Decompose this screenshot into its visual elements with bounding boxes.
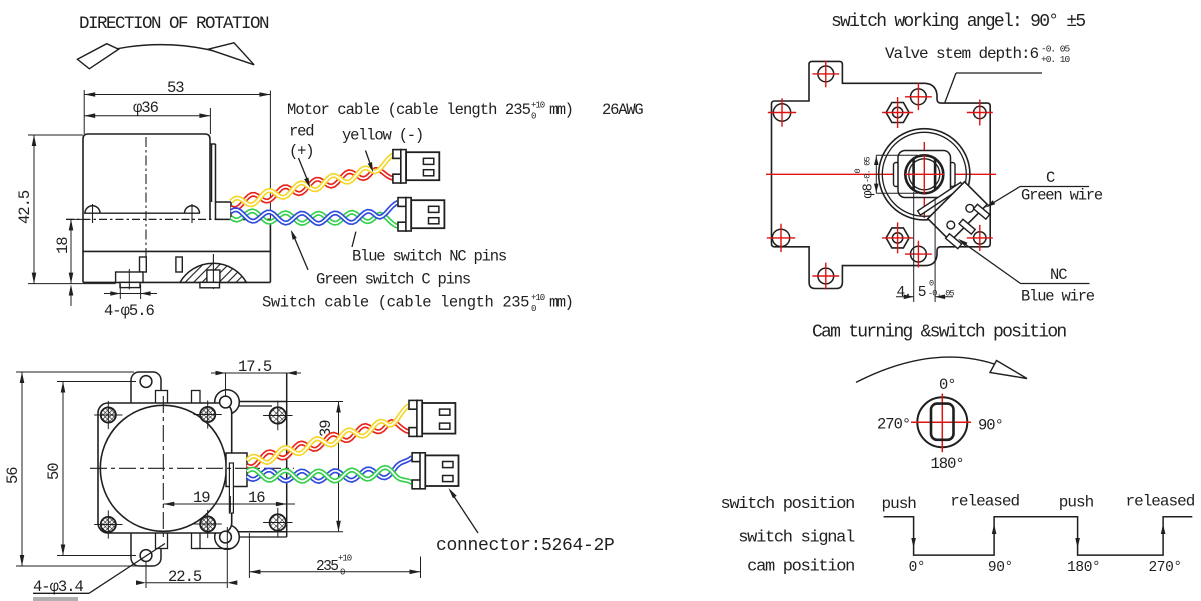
svg-text:53: 53 (167, 79, 184, 97)
svg-text:DIRECTION OF ROTATION: DIRECTION OF ROTATION (79, 14, 269, 34)
svg-text:mm): mm) (549, 101, 572, 119)
svg-text:Switch cable (cable length 235: Switch cable (cable length 235 (262, 294, 529, 312)
svg-text:connector:5264-2P: connector:5264-2P (436, 536, 615, 556)
svg-text:+10: +10 (531, 101, 545, 111)
svg-text:56: 56 (4, 467, 22, 484)
svg-text:push: push (1059, 494, 1094, 512)
svg-text:4-φ3.4: 4-φ3.4 (33, 578, 84, 596)
svg-text:18: 18 (54, 237, 72, 254)
svg-text:17.5: 17.5 (238, 358, 272, 376)
svg-text:0°: 0° (939, 376, 956, 394)
svg-text:90°: 90° (988, 560, 1013, 576)
svg-text:+0. 10: +0. 10 (1041, 54, 1071, 65)
svg-text:-0. 05: -0. 05 (1041, 44, 1071, 55)
svg-text:16: 16 (248, 489, 265, 507)
svg-text:NC: NC (1050, 266, 1067, 284)
svg-text:Green wire: Green wire (1021, 187, 1103, 205)
svg-text:Blue wire: Blue wire (1021, 288, 1095, 306)
svg-text:Blue switch NC pins: Blue switch NC pins (352, 248, 507, 266)
svg-text:26AWG: 26AWG (602, 101, 643, 119)
svg-text:cam position: cam position (747, 558, 854, 577)
svg-text:180°: 180° (1067, 560, 1100, 576)
svg-text:0: 0 (853, 169, 863, 174)
svg-text:released: released (1126, 493, 1195, 511)
svg-text:180°: 180° (931, 455, 964, 473)
svg-text:0°: 0° (909, 560, 926, 576)
svg-text:mm): mm) (549, 294, 572, 312)
svg-text:switch working angel: 90° ±5: switch working angel: 90° ±5 (831, 12, 1085, 32)
svg-text:235: 235 (316, 559, 338, 575)
svg-text:switch position: switch position (720, 495, 854, 514)
svg-text:+10: +10 (531, 293, 545, 303)
svg-text:(+): (+) (289, 143, 313, 161)
svg-text:yellow (-): yellow (-) (342, 127, 423, 145)
svg-text:released: released (950, 493, 1019, 511)
svg-text:19: 19 (193, 489, 210, 507)
svg-text:φ36: φ36 (133, 99, 159, 117)
svg-text:90°: 90° (978, 417, 1003, 435)
svg-text:270°: 270° (877, 416, 910, 434)
svg-text:Cam turning &switch position: Cam turning &switch position (812, 323, 1066, 343)
svg-text:270°: 270° (1149, 560, 1182, 576)
svg-text:50: 50 (45, 463, 63, 480)
svg-text:0: 0 (531, 304, 536, 314)
svg-text:red: red (289, 123, 313, 141)
svg-text:push: push (882, 495, 917, 513)
svg-text:22.5: 22.5 (168, 568, 202, 586)
svg-text:-0. 05: -0. 05 (928, 289, 955, 299)
svg-text:+10: +10 (338, 554, 352, 564)
svg-text:0: 0 (340, 568, 345, 578)
svg-text:Green switch C pins: Green switch C pins (316, 271, 471, 289)
svg-text:Valve stem depth:6: Valve stem depth:6 (885, 45, 1039, 63)
svg-text:42.5: 42.5 (16, 190, 34, 224)
svg-text:switch signal: switch signal (738, 529, 855, 548)
svg-text:0: 0 (929, 279, 934, 289)
svg-text:Motor cable (cable length 235: Motor cable (cable length 235 (287, 101, 531, 119)
svg-text:C: C (1046, 169, 1055, 187)
svg-text:4. 5: 4. 5 (897, 285, 926, 301)
svg-text:4-φ5.6: 4-φ5.6 (104, 302, 155, 320)
svg-text:-0. 05: -0. 05 (863, 156, 873, 183)
svg-text:0: 0 (531, 112, 536, 122)
svg-text:φ8: φ8 (862, 183, 877, 198)
